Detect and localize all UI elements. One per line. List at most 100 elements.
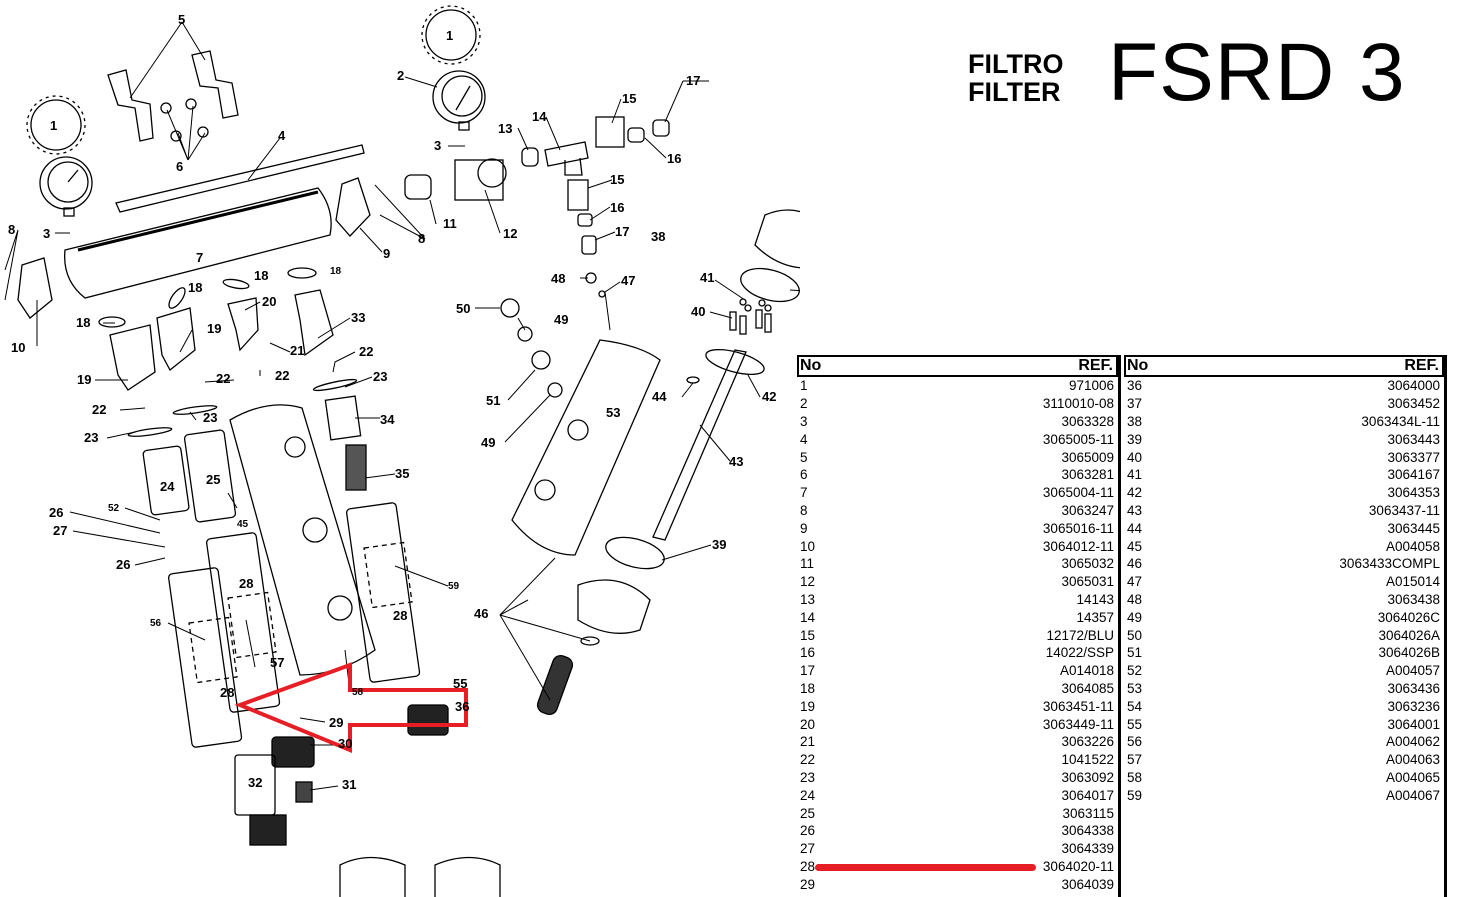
part-ref: A004067 bbox=[1385, 787, 1440, 803]
part-number: 20 bbox=[800, 716, 816, 732]
part-ref: 3064017 bbox=[1061, 787, 1114, 803]
part-ref: 3063438 bbox=[1387, 591, 1440, 607]
callout-label: 40 bbox=[691, 304, 705, 319]
part-number: 15 bbox=[800, 627, 816, 643]
part-ref: 3063449-11 bbox=[1042, 716, 1114, 732]
callout-label: 1 bbox=[50, 118, 57, 133]
callout-label: 38 bbox=[651, 229, 665, 244]
part-number: 43 bbox=[1127, 502, 1143, 518]
part-ref: 3063445 bbox=[1387, 520, 1440, 536]
part-number: 26 bbox=[800, 823, 816, 839]
part-ref: 3063236 bbox=[1387, 698, 1440, 714]
part-ref: 3064001 bbox=[1387, 716, 1440, 732]
part-ref: 3064026C bbox=[1377, 609, 1440, 625]
callout-label: 35 bbox=[395, 466, 409, 481]
title-label-english: FILTER bbox=[968, 77, 1061, 107]
part-ref: 1041522 bbox=[1061, 752, 1114, 768]
part-ref: 3063328 bbox=[1061, 413, 1114, 429]
part-number: 55 bbox=[1127, 716, 1143, 732]
callout-label: 18 bbox=[254, 268, 268, 283]
part-ref: 3064000 bbox=[1387, 378, 1440, 394]
pressure-gauge-left bbox=[39, 156, 93, 217]
highlight-bar bbox=[815, 863, 1036, 871]
part-number: 47 bbox=[1127, 574, 1143, 590]
cap-30 bbox=[271, 736, 315, 768]
fitting-11 bbox=[404, 174, 432, 200]
callout-label: 31 bbox=[342, 777, 356, 792]
o-ring-18b bbox=[168, 287, 186, 309]
o-ring-49a bbox=[517, 326, 533, 342]
part-ref: A015014 bbox=[1385, 574, 1440, 590]
valve-head-19b bbox=[156, 307, 196, 371]
part-ref: 3065031 bbox=[1061, 574, 1114, 590]
callout-label: 59 bbox=[448, 581, 460, 592]
part-number: 7 bbox=[800, 485, 808, 501]
callout-label: 19 bbox=[207, 321, 221, 336]
part-ref: 3064167 bbox=[1387, 467, 1440, 483]
callout-label: 41 bbox=[700, 270, 714, 285]
callout-label: 23 bbox=[373, 369, 387, 384]
callout-label: 16 bbox=[610, 200, 624, 215]
o-ring-49b bbox=[547, 382, 563, 398]
valve-head-33 bbox=[294, 289, 334, 357]
fitting-16-bottom bbox=[577, 213, 593, 227]
callout-label: 36 bbox=[455, 699, 469, 714]
cartridge-25 bbox=[183, 429, 237, 523]
part-ref: 3064039 bbox=[1061, 876, 1114, 892]
part-ref: 14143 bbox=[1076, 591, 1114, 607]
callout-label: 39 bbox=[712, 537, 726, 552]
callout-label: 19 bbox=[77, 372, 91, 387]
part-number: 4 bbox=[800, 431, 808, 447]
part-number: 53 bbox=[1127, 680, 1143, 696]
callout-label: 15 bbox=[610, 172, 624, 187]
part-number: 52 bbox=[1127, 663, 1143, 679]
part-number: 6 bbox=[800, 467, 808, 483]
callout-label: 23 bbox=[84, 430, 98, 445]
sleeve-28-left bbox=[168, 567, 243, 748]
table-divider bbox=[1118, 355, 1120, 897]
part-47 bbox=[598, 290, 606, 298]
callout-label: 14 bbox=[532, 109, 547, 124]
callout-label: 4 bbox=[278, 128, 286, 143]
flange-42 bbox=[705, 348, 765, 376]
part-ref: 3064353 bbox=[1387, 485, 1440, 501]
callout-label: 5 bbox=[178, 12, 185, 27]
callout-label: 46 bbox=[474, 606, 488, 621]
cap-36 bbox=[407, 704, 449, 736]
callout-label: 47 bbox=[621, 273, 635, 288]
part-number: 50 bbox=[1127, 627, 1143, 643]
ring-44 bbox=[686, 376, 700, 384]
part-number: 54 bbox=[1127, 698, 1143, 714]
part-ref: 3063281 bbox=[1061, 467, 1114, 483]
callout-label: 16 bbox=[667, 151, 681, 166]
part-number: 9 bbox=[800, 520, 808, 536]
part-number: 38 bbox=[1127, 413, 1143, 429]
part-ref: 3063115 bbox=[1062, 805, 1114, 821]
cup-bottom-right bbox=[434, 856, 501, 897]
nut-13 bbox=[521, 147, 539, 167]
part-number: 40 bbox=[1127, 449, 1143, 465]
callout-label: 33 bbox=[351, 310, 365, 325]
part-ref: 14022/SSP bbox=[1045, 645, 1114, 661]
bracket-left bbox=[107, 69, 154, 142]
plug-31 bbox=[295, 781, 313, 803]
callout-label: 22 bbox=[275, 368, 289, 383]
tee-14 bbox=[544, 141, 589, 176]
